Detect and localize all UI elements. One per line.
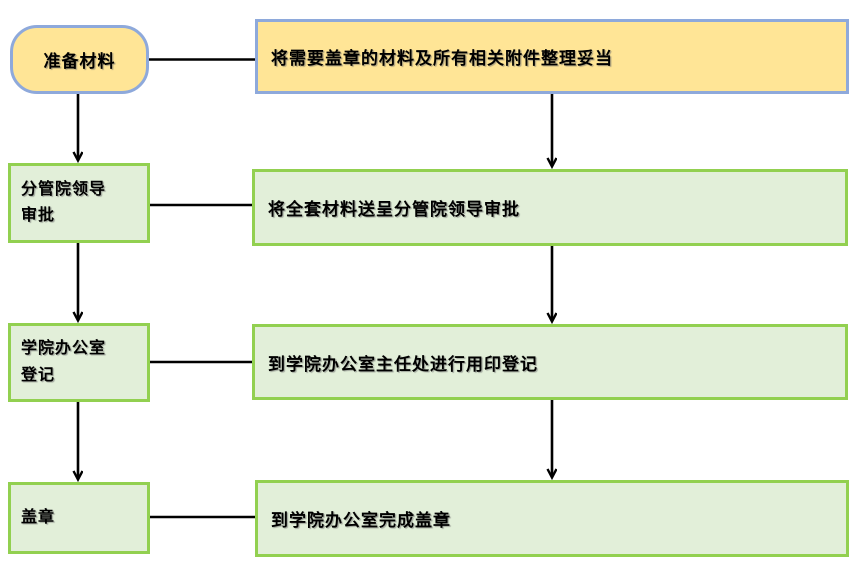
- node-start: 准备材料: [10, 25, 149, 94]
- node-step1-detail-label: 将需要盖章的材料及所有相关附件整理妥当: [271, 49, 613, 68]
- node-step4-label: 盖章: [21, 508, 56, 526]
- node-step2: 分管院领导 审批: [8, 163, 150, 243]
- node-step2-label: 分管院领导 审批: [21, 180, 107, 224]
- node-step4-detail: 到学院办公室完成盖章: [255, 480, 849, 557]
- node-step3-detail: 到学院办公室主任处进行用印登记: [252, 324, 848, 400]
- node-step1-detail: 将需要盖章的材料及所有相关附件整理妥当: [255, 19, 849, 94]
- node-step2-detail-label: 将全套材料送呈分管院领导审批: [268, 200, 520, 219]
- node-step4-detail-label: 到学院办公室完成盖章: [271, 511, 451, 530]
- node-start-label: 准备材料: [43, 52, 116, 71]
- node-step3-detail-label: 到学院办公室主任处进行用印登记: [268, 354, 538, 374]
- node-step4: 盖章: [8, 482, 150, 554]
- node-step3-label: 学院办公室 登记: [21, 340, 107, 384]
- node-step2-detail: 将全套材料送呈分管院领导审批: [252, 169, 848, 246]
- node-step3: 学院办公室 登记: [8, 323, 150, 402]
